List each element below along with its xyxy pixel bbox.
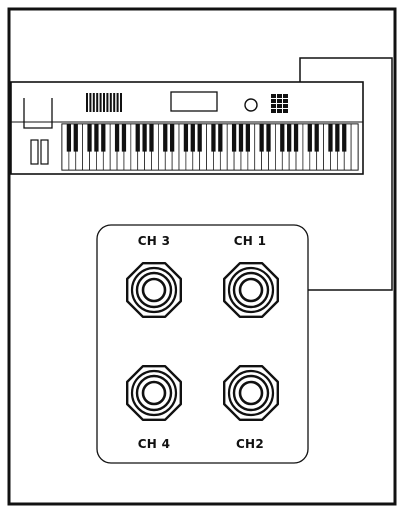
panel-button[interactable] bbox=[283, 109, 288, 113]
jack-socket[interactable] bbox=[141, 380, 167, 406]
black-key[interactable] bbox=[342, 124, 347, 152]
jack-label-ch3: CH 3 bbox=[138, 234, 171, 248]
black-key[interactable] bbox=[231, 124, 237, 152]
panel-button[interactable] bbox=[277, 109, 282, 113]
jack-socket[interactable] bbox=[141, 277, 167, 303]
jack-ch3[interactable] bbox=[125, 262, 183, 318]
black-key[interactable] bbox=[163, 124, 168, 152]
grille-slat bbox=[113, 93, 116, 112]
white-key[interactable] bbox=[350, 123, 359, 171]
black-key[interactable] bbox=[142, 124, 147, 152]
speaker-grille bbox=[86, 93, 122, 112]
black-key[interactable] bbox=[114, 124, 120, 152]
grille-slat bbox=[92, 93, 95, 112]
outer-frame bbox=[7, 7, 397, 506]
black-key[interactable] bbox=[211, 124, 216, 152]
black-key[interactable] bbox=[245, 124, 250, 152]
black-key[interactable] bbox=[218, 124, 223, 152]
grille-slat bbox=[99, 93, 102, 112]
black-key[interactable] bbox=[307, 124, 312, 152]
panel-button[interactable] bbox=[271, 109, 276, 113]
panel-button[interactable] bbox=[277, 104, 282, 108]
jack-label-ch2: CH2 bbox=[236, 437, 264, 451]
grille-slat bbox=[120, 93, 122, 112]
black-key[interactable] bbox=[101, 124, 106, 152]
panel-button[interactable] bbox=[283, 104, 288, 108]
pitch-wheel[interactable] bbox=[30, 139, 39, 165]
black-key[interactable] bbox=[66, 124, 72, 152]
jack-label-ch1: CH 1 bbox=[234, 234, 267, 248]
panel-button[interactable] bbox=[271, 104, 276, 108]
panel-button[interactable] bbox=[271, 99, 276, 103]
panel-button[interactable] bbox=[271, 94, 276, 98]
black-key[interactable] bbox=[335, 124, 340, 152]
jack-ch1[interactable] bbox=[222, 262, 279, 318]
grille-slat bbox=[116, 93, 119, 112]
left-control-bracket bbox=[23, 98, 53, 129]
black-key[interactable] bbox=[328, 124, 333, 152]
black-key[interactable] bbox=[266, 124, 271, 152]
panel-button[interactable] bbox=[283, 94, 288, 98]
jack-socket[interactable] bbox=[238, 277, 264, 303]
black-key[interactable] bbox=[149, 124, 154, 152]
black-key[interactable] bbox=[280, 124, 285, 152]
grille-slat bbox=[109, 93, 112, 112]
black-key[interactable] bbox=[183, 124, 189, 152]
keybed bbox=[61, 123, 359, 171]
jack-panel-frame bbox=[96, 224, 309, 464]
jack-ch4[interactable] bbox=[125, 365, 183, 421]
black-key[interactable] bbox=[314, 124, 319, 152]
black-key[interactable] bbox=[121, 124, 127, 152]
knob-icon[interactable] bbox=[244, 98, 258, 112]
black-key[interactable] bbox=[293, 124, 299, 152]
keyboard-synthesizer bbox=[10, 81, 364, 175]
grille-slat bbox=[86, 93, 88, 112]
grille-slat bbox=[89, 93, 92, 112]
black-key[interactable] bbox=[170, 124, 175, 152]
grille-slat bbox=[103, 93, 105, 112]
black-key[interactable] bbox=[190, 124, 195, 152]
grille-slat bbox=[96, 93, 99, 112]
panel-button[interactable] bbox=[277, 94, 282, 98]
black-key[interactable] bbox=[238, 124, 244, 152]
black-key[interactable] bbox=[87, 124, 92, 152]
black-key[interactable] bbox=[135, 124, 140, 152]
panel-button[interactable] bbox=[277, 99, 282, 103]
black-key[interactable] bbox=[197, 124, 202, 152]
jack-socket[interactable] bbox=[238, 380, 264, 406]
black-key[interactable] bbox=[259, 124, 264, 152]
black-key[interactable] bbox=[73, 124, 78, 152]
mod-wheel[interactable] bbox=[40, 139, 49, 165]
jack-label-ch4: CH 4 bbox=[138, 437, 171, 451]
panel-button[interactable] bbox=[283, 99, 288, 103]
black-key[interactable] bbox=[94, 124, 99, 152]
display-screen bbox=[170, 91, 218, 112]
jack-panel: CH 3 CH 1 CH 4 CH2 bbox=[96, 224, 309, 464]
black-key[interactable] bbox=[287, 124, 292, 152]
jack-ch2[interactable] bbox=[222, 365, 279, 421]
grille-slat bbox=[106, 93, 109, 112]
audio-cable bbox=[287, 57, 393, 291]
button-grid[interactable] bbox=[271, 94, 288, 113]
